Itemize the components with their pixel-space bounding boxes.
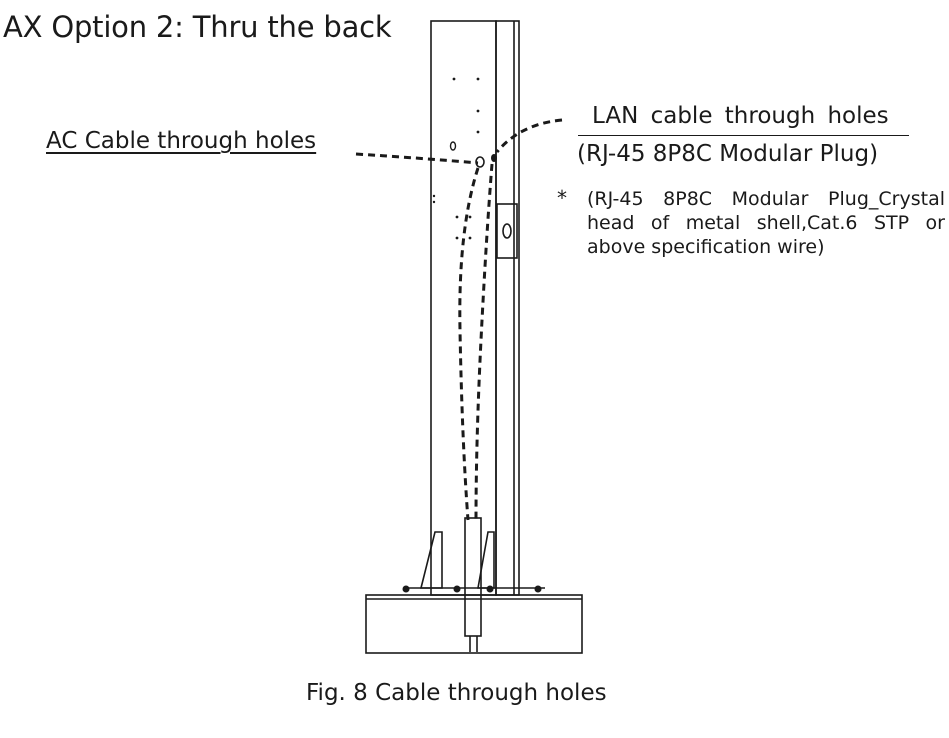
conduit [464, 517, 482, 637]
ac-cable-label: AC Cable through holes [46, 128, 317, 154]
left-brace [419, 531, 443, 589]
rear-panel [495, 20, 520, 596]
lan-label-divider [578, 135, 909, 136]
lan-cable-path [474, 163, 494, 521]
lan-plug-label: (RJ-45 8P8C Modular Plug) [577, 141, 879, 167]
side-plate [496, 203, 518, 259]
spec-note: * (RJ-45 8P8C Modular Plug_Crystal head o… [557, 186, 945, 259]
diagram-title: AX Option 2: Thru the back [3, 10, 392, 44]
mounting-holes [402, 77, 542, 593]
ac-cable-path [458, 167, 480, 521]
charger-column [430, 20, 497, 596]
note-line-1: (RJ-45 8P8C Modular Plug_Crystal [587, 188, 945, 210]
lan-leader-line [495, 118, 563, 153]
concrete-base [365, 594, 583, 654]
ac-leader-line [355, 152, 479, 165]
figure-caption: Fig. 8 Cable through holes [306, 680, 607, 706]
lan-entry-hole [491, 154, 497, 162]
note-line-2: head of metal shell,Cat.6 STP or [587, 212, 945, 234]
note-line-3: above specification wire) [587, 236, 825, 258]
lan-cable-label: LAN cable through holes [592, 103, 889, 129]
note-asterisk: * [557, 186, 567, 210]
